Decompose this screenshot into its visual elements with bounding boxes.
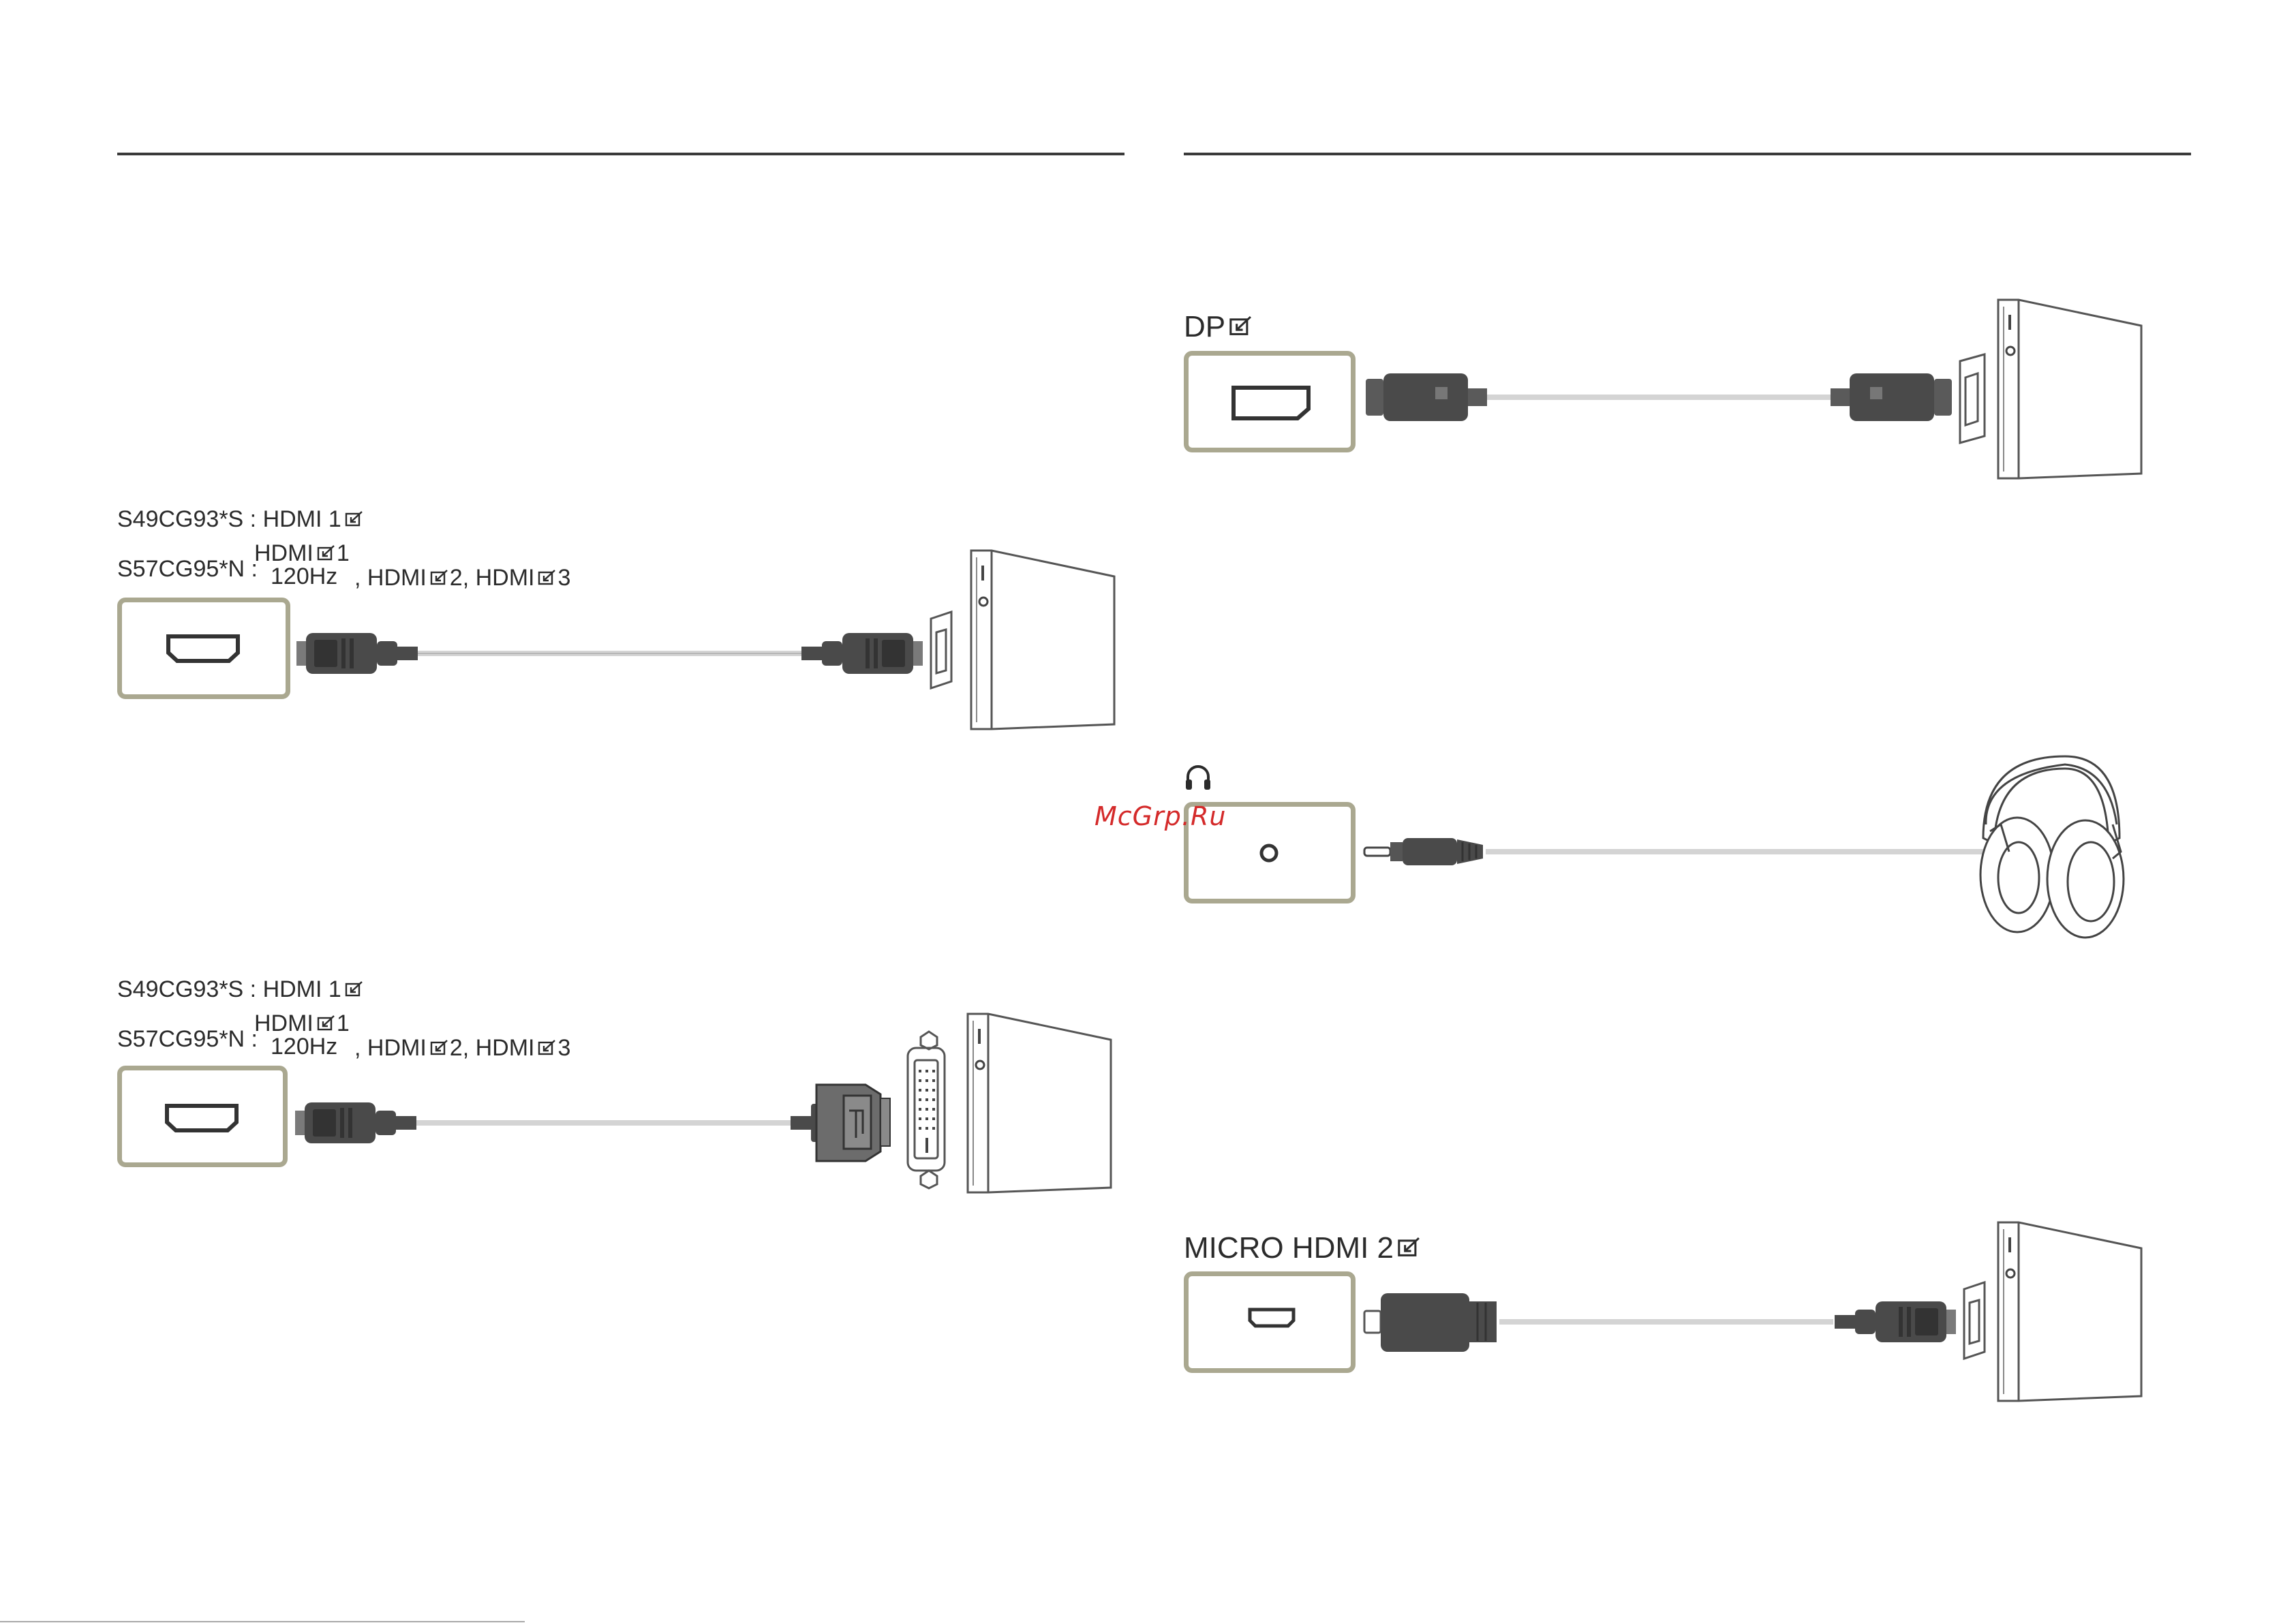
dp-port-symbol [1234, 388, 1308, 418]
hdmi-plug-right [1835, 1301, 1956, 1342]
hdmi-port-symbol [167, 1106, 236, 1130]
pc-icon [968, 1014, 1111, 1192]
hdmi-plug-left [295, 1102, 416, 1143]
dvi-socket-pc [908, 1032, 945, 1188]
micro-hdmi-plug [1364, 1293, 1497, 1352]
pc-icon [971, 551, 1114, 729]
dp-socket-pc [1960, 354, 1985, 443]
dp-plug-left [1366, 373, 1487, 421]
audio-plug [1364, 838, 1483, 865]
hdmi-port-symbol [168, 636, 238, 661]
headphones-illustration [1980, 756, 2124, 938]
hdmi-socket-pc [931, 612, 951, 688]
headphone-jack-symbol [1261, 846, 1276, 861]
hdmi-plug-right [801, 633, 923, 674]
hdmi-socket-pc [1964, 1282, 1985, 1359]
watermark: McGrp.Ru [1095, 801, 1226, 831]
hdmi-plug-left [296, 633, 418, 674]
dp-plug-right [1831, 373, 1952, 421]
dvi-plug [791, 1085, 890, 1161]
micro-hdmi-port-symbol [1250, 1310, 1294, 1326]
pc-icon [1998, 1222, 2141, 1401]
pc-icon [1998, 300, 2141, 478]
